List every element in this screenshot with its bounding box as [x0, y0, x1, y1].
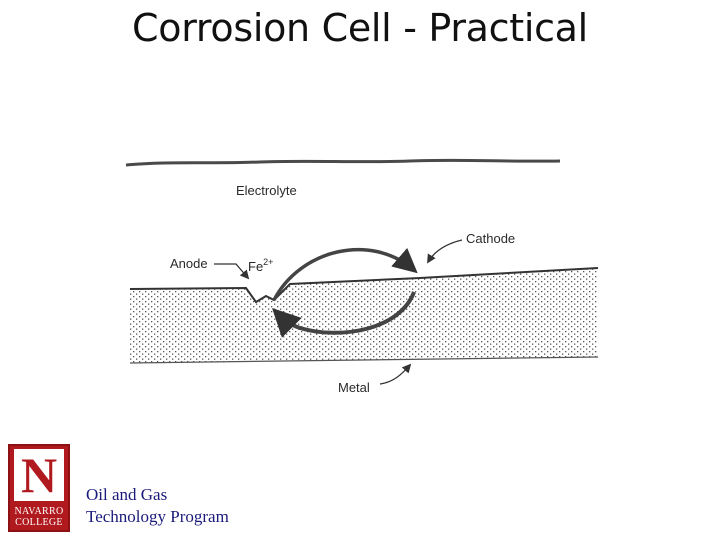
logo-line-2: COLLEGE	[15, 517, 63, 528]
footer-line-1: Oil and Gas	[86, 485, 168, 504]
metal-body	[130, 268, 598, 363]
metal-bottom-line	[129, 356, 599, 364]
metal-surface-line	[129, 267, 599, 304]
cathode-label: Cathode	[466, 231, 515, 246]
slide-title: Corrosion Cell - Practical	[132, 6, 588, 50]
navarro-college-logo: N NAVARRO COLLEGE	[8, 444, 70, 532]
anode-label: Anode	[170, 256, 208, 271]
electrolyte-label: Electrolyte	[236, 183, 297, 198]
current-flow-arrow-lower	[272, 291, 416, 338]
footer-line-2: Technology Program	[86, 507, 229, 526]
footer-program-name: Oil and Gas Technology Program	[86, 484, 229, 528]
metal-pointer-arrow	[379, 363, 412, 385]
electrolyte-surface-line	[125, 158, 561, 167]
iron-ion-label: Fe2+	[248, 257, 273, 274]
cathode-pointer-arrow	[427, 239, 463, 264]
logo-line-1: NAVARRO	[14, 506, 64, 517]
electron-flow-arrow-upper	[272, 247, 418, 301]
logo-letter: N	[14, 449, 64, 501]
iron-ion-symbol: Fe	[248, 259, 263, 274]
metal-label: Metal	[338, 380, 370, 395]
iron-ion-charge: 2+	[263, 257, 273, 267]
anode-pointer-arrow	[214, 263, 250, 280]
